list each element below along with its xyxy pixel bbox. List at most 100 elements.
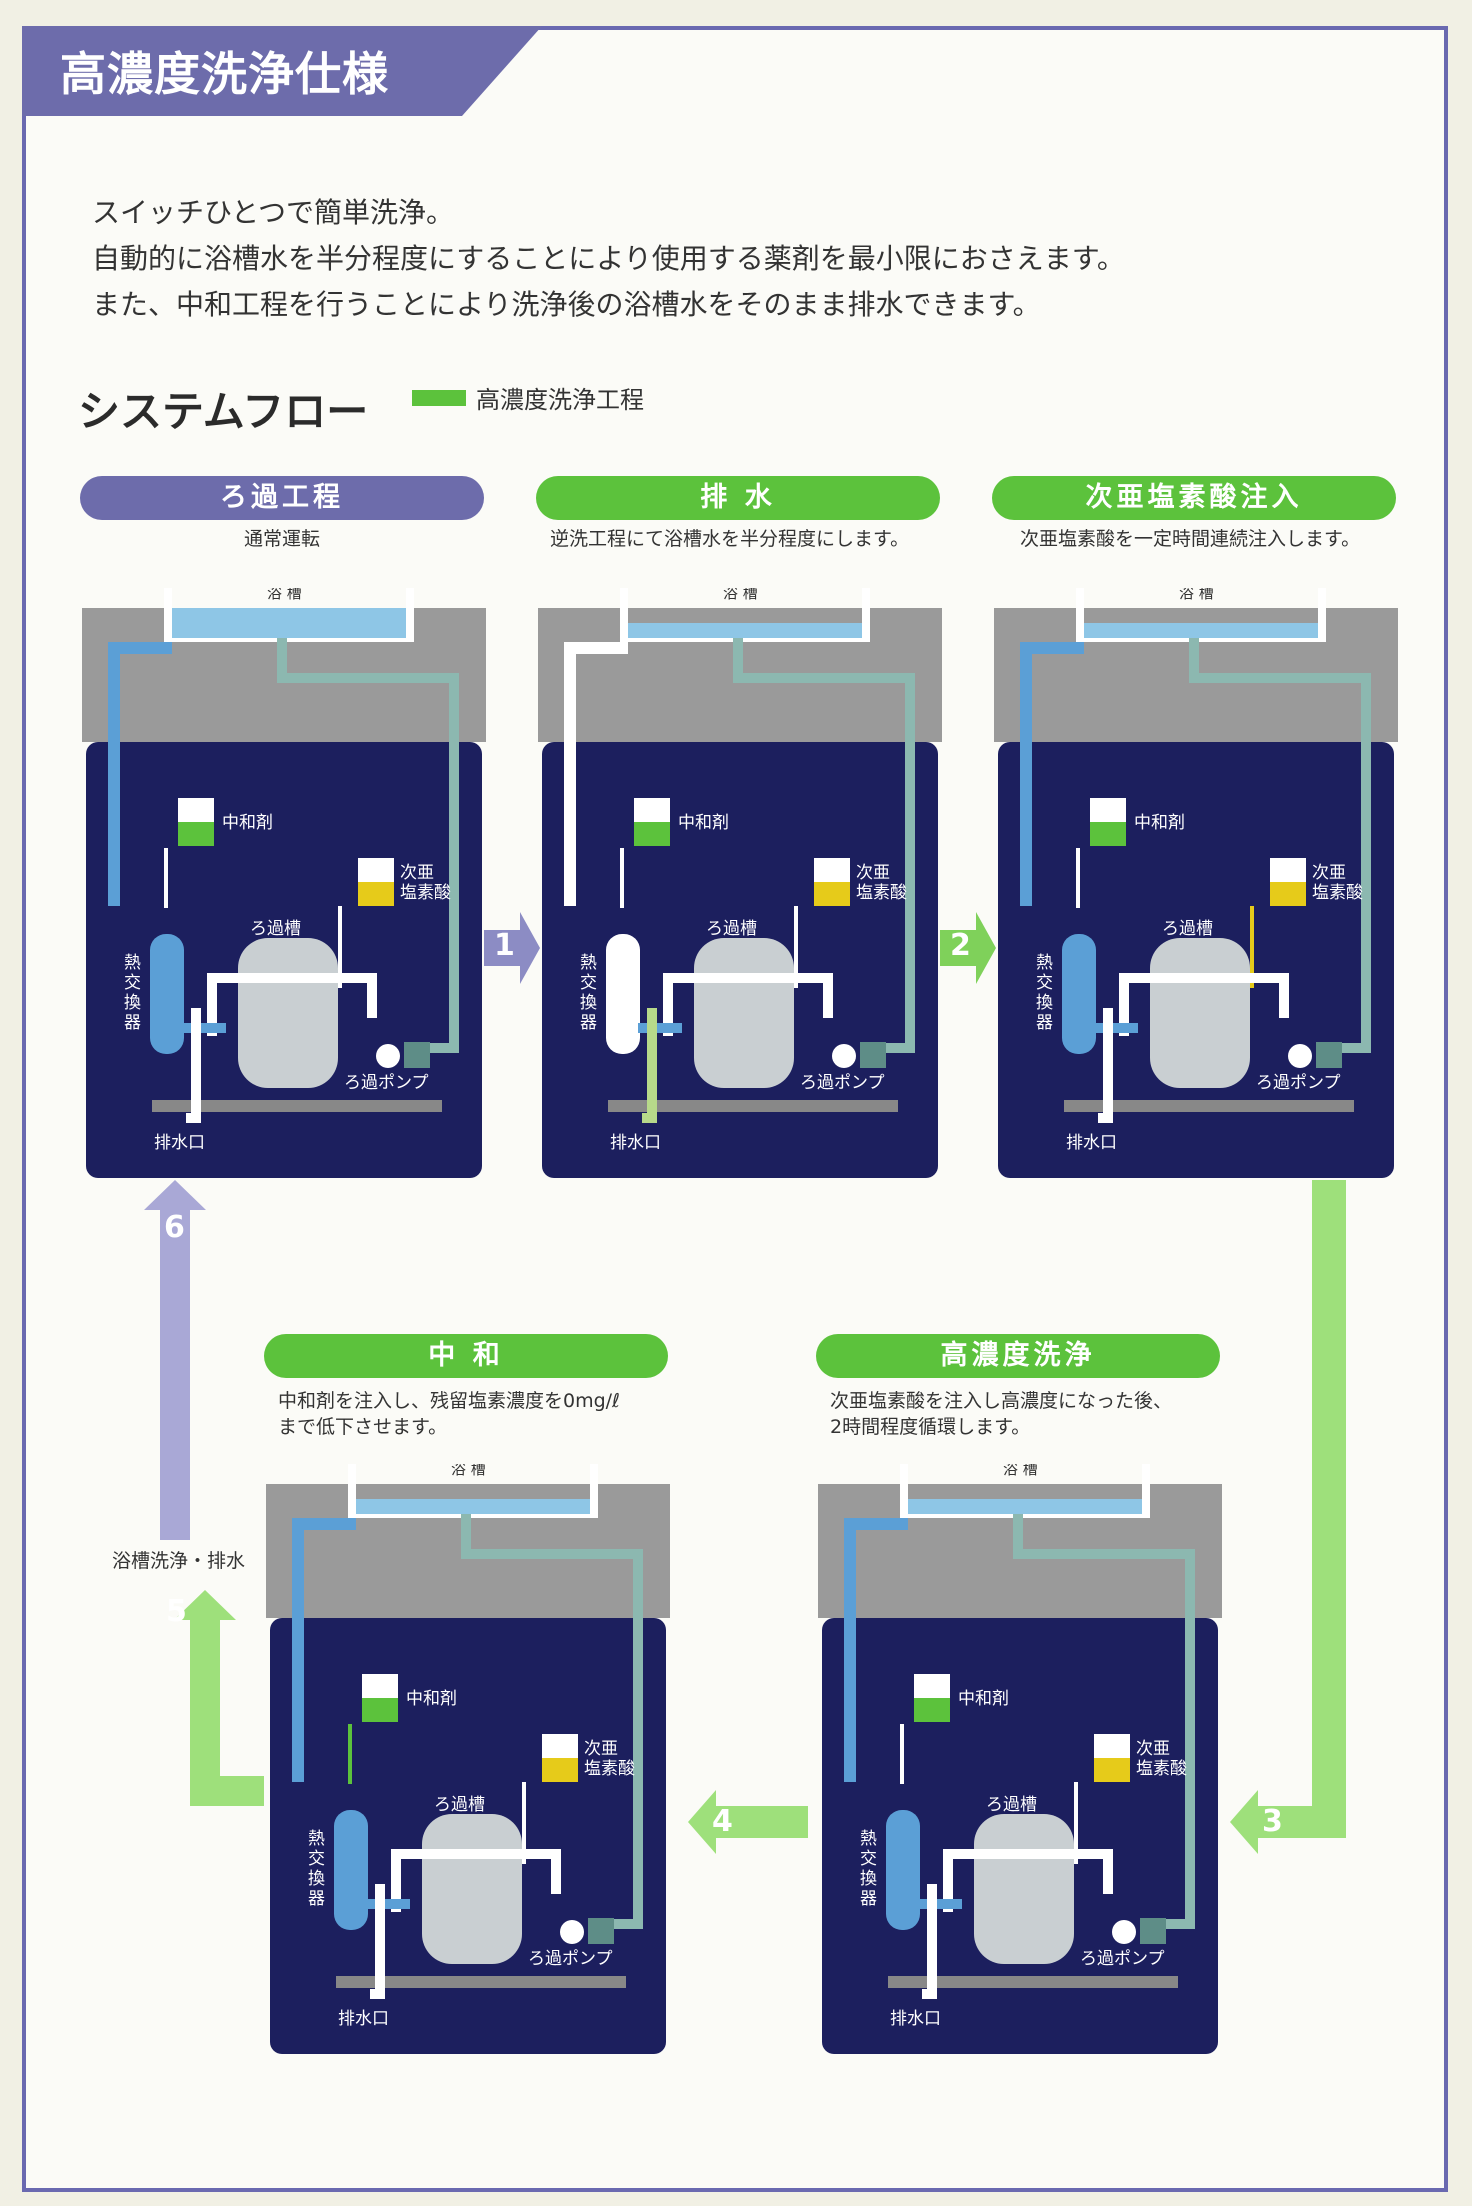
neutralizer-label: 中和剤 [958,1689,1009,1709]
filter-pump-label: ろ過ポンプ [528,1949,613,1969]
heat-exchanger-label-2: 換 [860,1869,877,1889]
filter-pump-label: ろ過ポンプ [1256,1073,1341,1093]
bath-wash-drain-label: 浴槽洗浄・排水 [108,1544,250,1575]
step-desc-neutralize-line-1: 中和剤を注入し、残留塩素濃度を0mg/ℓ [278,1390,620,1412]
heat-exchanger-label-2: 換 [308,1869,325,1889]
heat-exchanger-label-3: 器 [308,1889,325,1909]
arrow-3-number: 3 [1262,1804,1283,1839]
step-desc-high-clean: 次亜塩素酸を注入し高濃度になった後、 2時間程度循環します。 [830,1388,1172,1440]
bath-label: 浴 槽 [723,588,758,602]
heat-exchanger-label-0: 熱 [1036,953,1053,973]
bath-label: 浴 槽 [1003,1464,1038,1478]
heat-exchanger-label-0: 熱 [124,953,141,973]
hypochlorite-label-2: 塩素酸 [1312,883,1363,903]
title-banner [22,26,542,116]
intro-line-3: また、中和工程を行うことにより洗浄後の浴槽水をそのまま排水できます。 [92,288,1041,321]
diagram-panel-high-clean: 浴 槽 中和剤 次亜 塩素酸 熱 交 換 器 ろ過槽 ろ過ポンプ [818,1460,1222,2068]
filter-tank-label: ろ過槽 [250,919,301,939]
heat-exchanger-label-0: 熱 [860,1829,877,1849]
step-title-hypochlorite: 次亜塩素酸注入 [992,476,1396,520]
drain-label: 排水口 [890,2009,941,2029]
legend-label: 高濃度洗浄工程 [476,386,644,414]
heat-exchanger-label-2: 換 [580,993,597,1013]
heat-exchanger-label-3: 器 [860,1889,877,1909]
heat-exchanger-label-0: 熱 [580,953,597,973]
filter-tank-label: ろ過槽 [1162,919,1213,939]
hypochlorite-label-2: 塩素酸 [1136,1759,1187,1779]
arrow-6-number: 6 [164,1210,185,1245]
drain-label: 排水口 [338,2009,389,2029]
heat-exchanger-label-1: 交 [308,1849,325,1869]
drain-label: 排水口 [154,1133,205,1153]
heat-exchanger-label-0: 熱 [308,1829,325,1849]
hypochlorite-label-2: 塩素酸 [400,883,451,903]
hypochlorite-label-2: 塩素酸 [584,1759,635,1779]
arrow-3 [1230,1180,1346,1854]
drain-label: 排水口 [610,1133,661,1153]
step-title-neutralize: 中 和 [264,1334,668,1378]
arrow-2 [940,912,996,984]
step-desc-high-clean-line-2: 2時間程度循環します。 [830,1416,1031,1438]
filter-pump-label: ろ過ポンプ [1080,1949,1165,1969]
system-diagram: 浴 槽 中和剤 次亜 塩素酸 熱 交 換 器 ろ過槽 ろ過ポンプ [994,584,1398,1178]
heat-exchanger-label-1: 交 [860,1849,877,1869]
heat-exchanger-label-1: 交 [124,973,141,993]
heat-exchanger-label-3: 器 [1036,1013,1053,1033]
arrow-4 [688,1790,808,1854]
arrow-4-number: 4 [712,1804,733,1839]
heat-exchanger-label-2: 換 [1036,993,1053,1013]
heat-exchanger-label-1: 交 [1036,973,1053,993]
step-title-filtration: ろ過工程 [80,476,484,520]
diagram-panel-drain: 浴 槽 中和剤 次亜 塩素酸 熱 交 換 器 ろ過槽 ろ過ポンプ [538,584,942,1192]
filter-tank-label: ろ過槽 [706,919,757,939]
hypochlorite-label-1: 次亜 [584,1739,618,1759]
system-flow-title: システムフロー [78,387,369,436]
step-title-drain: 排 水 [536,476,940,520]
filter-tank-label: ろ過槽 [986,1795,1037,1815]
system-diagram: 浴 槽 中和剤 次亜 塩素酸 熱 交 換 器 ろ過槽 ろ過ポンプ [818,1460,1222,2054]
arrow-5-number: 5 [166,1594,187,1629]
diagram-panel-neutralize: 浴 槽 中和剤 次亜 塩素酸 熱 交 換 器 ろ過槽 ろ過ポンプ [266,1460,670,2068]
heat-exchanger-label-3: 器 [580,1013,597,1033]
step-desc-hypochlorite: 次亜塩素酸を一定時間連続注入します。 [1020,528,1361,550]
arrow-2-number: 2 [950,928,971,963]
system-diagram: 浴 槽 中和剤 次亜 塩素酸 熱 交 換 器 ろ過槽 ろ過ポンプ [538,584,942,1178]
hypochlorite-label-2: 塩素酸 [856,883,907,903]
arrow-5 [174,1590,264,1806]
arrow-1-number: 1 [494,928,515,963]
bath-label: 浴 槽 [1179,588,1214,602]
arrow-6 [144,1180,206,1540]
drain-label: 排水口 [1066,1133,1117,1153]
step-title-high-clean: 高濃度洗浄 [816,1334,1220,1378]
step-desc-neutralize-line-2: まで低下させます。 [278,1416,448,1438]
intro-text: スイッチひとつで簡単洗浄。 自動的に浴槽水を半分程度にすることにより使用する薬剤… [92,190,1125,328]
hypochlorite-label-1: 次亜 [1312,863,1346,883]
bath-label: 浴 槽 [267,588,302,602]
filter-pump-label: ろ過ポンプ [800,1073,885,1093]
heat-exchanger-label-1: 交 [580,973,597,993]
intro-line-2: 自動的に浴槽水を半分程度にすることにより使用する薬剤を最小限におさえます。 [92,242,1125,275]
filter-tank-label: ろ過槽 [434,1795,485,1815]
neutralizer-label: 中和剤 [406,1689,457,1709]
step-desc-drain: 逆洗工程にて浴槽水を半分程度にします。 [550,528,910,550]
system-diagram: 浴 槽 中和剤 次亜 塩素酸 熱 交 換 器 ろ過槽 ろ過ポンプ [266,1460,670,2054]
step-desc-neutralize: 中和剤を注入し、残留塩素濃度を0mg/ℓ まで低下させます。 [278,1388,620,1440]
page-title: 高濃度洗浄仕様 [60,47,389,101]
neutralizer-label: 中和剤 [678,813,729,833]
diagram-panel-filtration: 浴 槽 中和剤 次亜 塩素酸 熱 交 換 器 ろ過槽 ろ過ポンプ [82,584,486,1192]
hypochlorite-label-1: 次亜 [400,863,434,883]
intro-line-1: スイッチひとつで簡単洗浄。 [92,196,455,229]
bath-label: 浴 槽 [451,1464,486,1478]
step-desc-high-clean-line-1: 次亜塩素酸を注入し高濃度になった後、 [830,1390,1173,1412]
filter-pump-label: ろ過ポンプ [344,1073,429,1093]
heat-exchanger-label-3: 器 [124,1013,141,1033]
arrow-1 [484,912,540,984]
legend-swatch [412,390,466,406]
neutralizer-label: 中和剤 [1134,813,1185,833]
neutralizer-label: 中和剤 [222,813,273,833]
step-desc-filtration: 通常運転 [244,528,321,550]
diagram-panel-hypochlorite: 浴 槽 中和剤 次亜 塩素酸 熱 交 換 器 ろ過槽 ろ過ポンプ [994,584,1398,1192]
hypochlorite-label-1: 次亜 [1136,1739,1170,1759]
system-diagram: 浴 槽 中和剤 次亜 塩素酸 熱 交 換 器 ろ過槽 ろ過ポンプ [82,584,486,1178]
